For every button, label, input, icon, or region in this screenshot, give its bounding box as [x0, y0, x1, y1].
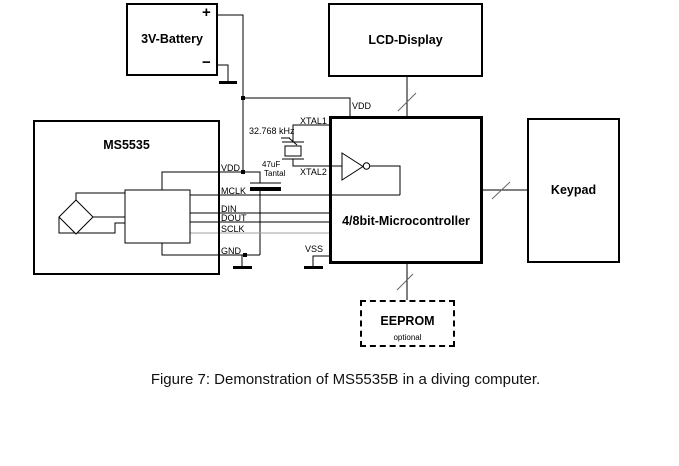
wire-vdd-branch-to-micro: [243, 97, 351, 117]
eeprom-label: EEPROM: [380, 314, 435, 328]
ms5535-label: MS5535: [103, 138, 150, 152]
wire-battery-plus-rail: [218, 14, 244, 172]
label-vss: VSS: [305, 244, 324, 254]
capacitor-plate-bottom: [250, 187, 281, 191]
label-crystal-freq: 32.768 kHz: [249, 126, 295, 136]
wire-gnd-pin: [161, 243, 260, 256]
ground-symbol-vss: [304, 266, 323, 269]
wire-sensor-bottom: [58, 217, 125, 234]
lcd-display-label: LCD-Display: [368, 32, 443, 47]
junction-dot-vdd-branch: [241, 96, 245, 100]
bus-slash-keypad: [491, 181, 511, 200]
pin-label-mclk: MCLK: [221, 186, 247, 196]
ms5535-block: MS5535: [33, 120, 220, 275]
crystal-body: [284, 145, 302, 157]
wire-battery-minus: [218, 64, 229, 81]
figure-caption: Figure 7: Demonstration of MS5535B in a …: [150, 371, 541, 388]
lcd-display-block: LCD-Display: [328, 3, 483, 77]
microcontroller-label: 4/8bit-Microcontroller: [342, 214, 470, 228]
pin-label-din: DIN: [221, 204, 237, 214]
bus-slash-lcd: [397, 92, 417, 112]
wire-inverter-feedback: [370, 165, 401, 195]
ground-symbol-gnd: [233, 266, 252, 269]
sensor-chip-rect: [124, 189, 191, 244]
junction-dot-gnd: [243, 253, 247, 257]
wire-sensor-top: [75, 192, 125, 200]
ground-symbol-battery: [219, 81, 237, 84]
keypad-block: Keypad: [527, 118, 620, 263]
pin-label-vdd: VDD: [221, 163, 241, 173]
label-cap-type: Tantal: [264, 169, 286, 178]
battery-block: 3V-Battery: [126, 3, 218, 76]
pressure-sensor-symbol: [58, 199, 94, 235]
eeprom-optional-note: optional: [393, 333, 422, 342]
inverter-bubble: [362, 162, 371, 170]
pin-label-sclk: SCLK: [221, 224, 245, 234]
wire-xtal1: [292, 124, 329, 142]
battery-label: 3V-Battery: [141, 32, 203, 47]
eeprom-block: EEPROM optional: [360, 300, 455, 347]
label-vdd-rail: VDD: [352, 101, 372, 111]
label-cap-value: 47uF: [262, 160, 281, 169]
inverter-triangle: [341, 152, 364, 181]
crystal-freq-pointer: [281, 137, 298, 146]
wire-vdd-pin: [161, 171, 261, 190]
pin-label-dout: DOUT: [221, 213, 247, 223]
bus-slash-eeprom: [396, 273, 414, 291]
label-xtal1: XTAL1: [300, 116, 327, 126]
junction-dot-vdd-rail: [241, 170, 245, 174]
pin-label-gnd: GND: [221, 246, 241, 256]
wire-xtal2: [292, 159, 329, 167]
battery-minus-terminal: −: [202, 54, 211, 71]
wire-vss-stub: [312, 255, 329, 266]
microcontroller-block: 4/8bit-Microcontroller: [329, 116, 483, 264]
keypad-label: Keypad: [550, 183, 597, 198]
battery-plus-terminal: +: [202, 4, 211, 21]
label-xtal2: XTAL2: [300, 167, 327, 177]
